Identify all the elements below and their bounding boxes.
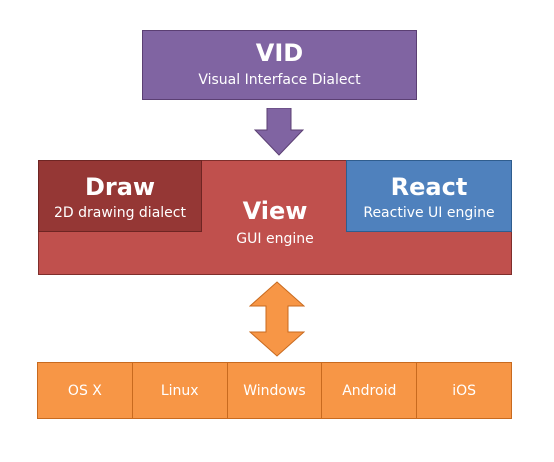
- platform-label: Windows: [243, 382, 306, 399]
- platform-windows: Windows: [226, 362, 323, 419]
- vid-subtitle: Visual Interface Dialect: [198, 72, 361, 88]
- draw-box: Draw 2D drawing dialect: [38, 160, 202, 232]
- platform-row: OS X Linux Windows Android iOS: [37, 362, 512, 419]
- platform-osx: OS X: [37, 362, 133, 419]
- react-box: React Reactive UI engine: [346, 160, 512, 232]
- react-title: React: [390, 173, 468, 201]
- view-subtitle: GUI engine: [236, 231, 314, 247]
- down-arrow-icon: [254, 108, 304, 156]
- platform-linux: Linux: [131, 362, 228, 419]
- platform-label: iOS: [452, 382, 476, 399]
- platform-android: Android: [321, 362, 418, 419]
- vid-title: VID: [255, 39, 304, 67]
- draw-title: Draw: [84, 173, 156, 201]
- platform-label: Android: [342, 382, 397, 399]
- platform-label: OS X: [67, 382, 102, 399]
- up-down-arrow-icon: [249, 281, 305, 357]
- platform-label: Linux: [160, 382, 199, 399]
- draw-subtitle: 2D drawing dialect: [54, 205, 186, 221]
- platform-ios: iOS: [416, 362, 512, 419]
- vid-box: VID Visual Interface Dialect: [142, 30, 417, 100]
- view-title: View: [242, 197, 308, 225]
- react-subtitle: Reactive UI engine: [363, 205, 495, 221]
